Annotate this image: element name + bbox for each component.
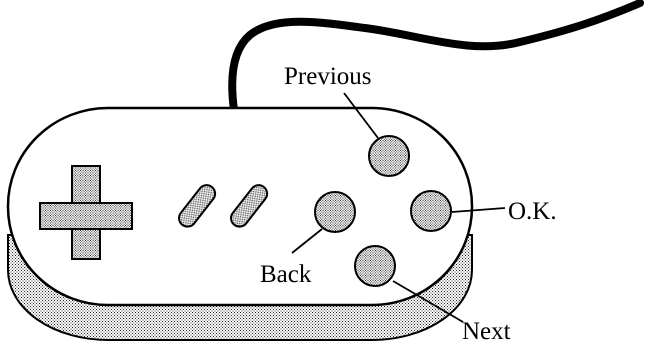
next-button[interactable] [355, 246, 395, 286]
ok-label: O.K. [508, 198, 557, 225]
back-label: Back [260, 261, 312, 288]
previous-label: Previous [284, 63, 372, 90]
ok-button[interactable] [411, 191, 451, 231]
previous-button[interactable] [369, 136, 409, 176]
next-label: Next [462, 318, 511, 345]
cable-icon [232, 3, 640, 110]
back-button[interactable] [315, 192, 355, 232]
